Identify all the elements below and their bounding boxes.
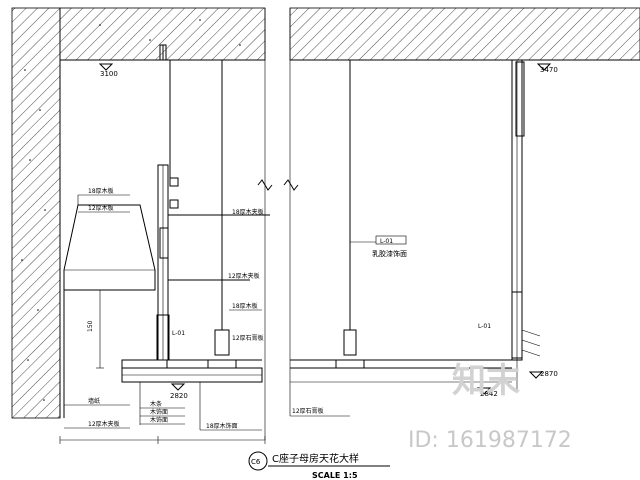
detail-number: C6: [251, 458, 261, 466]
concrete-dots-left: [21, 19, 241, 401]
svg-text:12厚石膏板: 12厚石膏板: [292, 407, 324, 415]
svg-text:12厚木板: 12厚木板: [88, 204, 114, 212]
level-marker-left-bottom: 2820: [170, 383, 188, 400]
svg-text:12厚木夹板: 12厚木夹板: [88, 420, 120, 428]
dim-left: 150: [87, 320, 94, 332]
right-slab: [289, 7, 640, 61]
drawing-title: C座子母房天花大样: [272, 452, 359, 465]
svg-text:木饰面: 木饰面: [150, 416, 168, 424]
watermark-id: ID: 161987172: [408, 428, 572, 453]
level-marker-left-top: 3100: [98, 63, 118, 78]
title-block: C6 C座子母房天花大样 SCALE 1:5: [248, 451, 390, 480]
svg-text:乳胶漆饰面: 乳胶漆饰面: [372, 249, 407, 258]
svg-text:L-01: L-01: [172, 330, 185, 337]
svg-text:12厚石膏板: 12厚石膏板: [232, 334, 264, 342]
svg-text:2842: 2842: [480, 390, 498, 398]
watermark-brand: 知末: [452, 361, 520, 401]
level-marker-right-mid: 2870: [528, 370, 558, 379]
svg-text:L-01: L-01: [478, 323, 491, 330]
drawing-scale: SCALE 1:5: [312, 471, 358, 480]
svg-text:3100: 3100: [100, 70, 118, 78]
annotations-right: L-01 乳胶漆饰面 L-01 12厚石膏板 12厚石膏板: [232, 235, 541, 417]
svg-text:木条: 木条: [150, 400, 162, 408]
svg-text:墙纸: 墙纸: [88, 397, 100, 405]
watermark: 知末 ID: 161987172: [408, 361, 572, 453]
svg-text:木饰面: 木饰面: [150, 408, 168, 416]
level-marker-right-top: 3470: [536, 63, 558, 74]
svg-text:12厚木夹板: 12厚木夹板: [228, 272, 260, 280]
annotations-left: 18厚木板 12厚木板 18厚木夹板 12厚木夹板 18厚木板 L-01 墙纸 …: [64, 187, 264, 431]
svg-text:L-01: L-01: [380, 238, 393, 245]
svg-text:3470: 3470: [540, 66, 558, 74]
svg-text:18厚木板: 18厚木板: [232, 302, 258, 310]
svg-text:18厚木板: 18厚木板: [88, 187, 114, 195]
svg-text:2870: 2870: [540, 370, 558, 378]
left-wall: [11, 7, 61, 419]
svg-text:18厚木夹板: 18厚木夹板: [232, 208, 264, 216]
svg-text:2820: 2820: [170, 392, 188, 400]
level-marker-right-bottom: 2842: [476, 387, 498, 398]
svg-text:18厚木饰面: 18厚木饰面: [206, 422, 238, 430]
